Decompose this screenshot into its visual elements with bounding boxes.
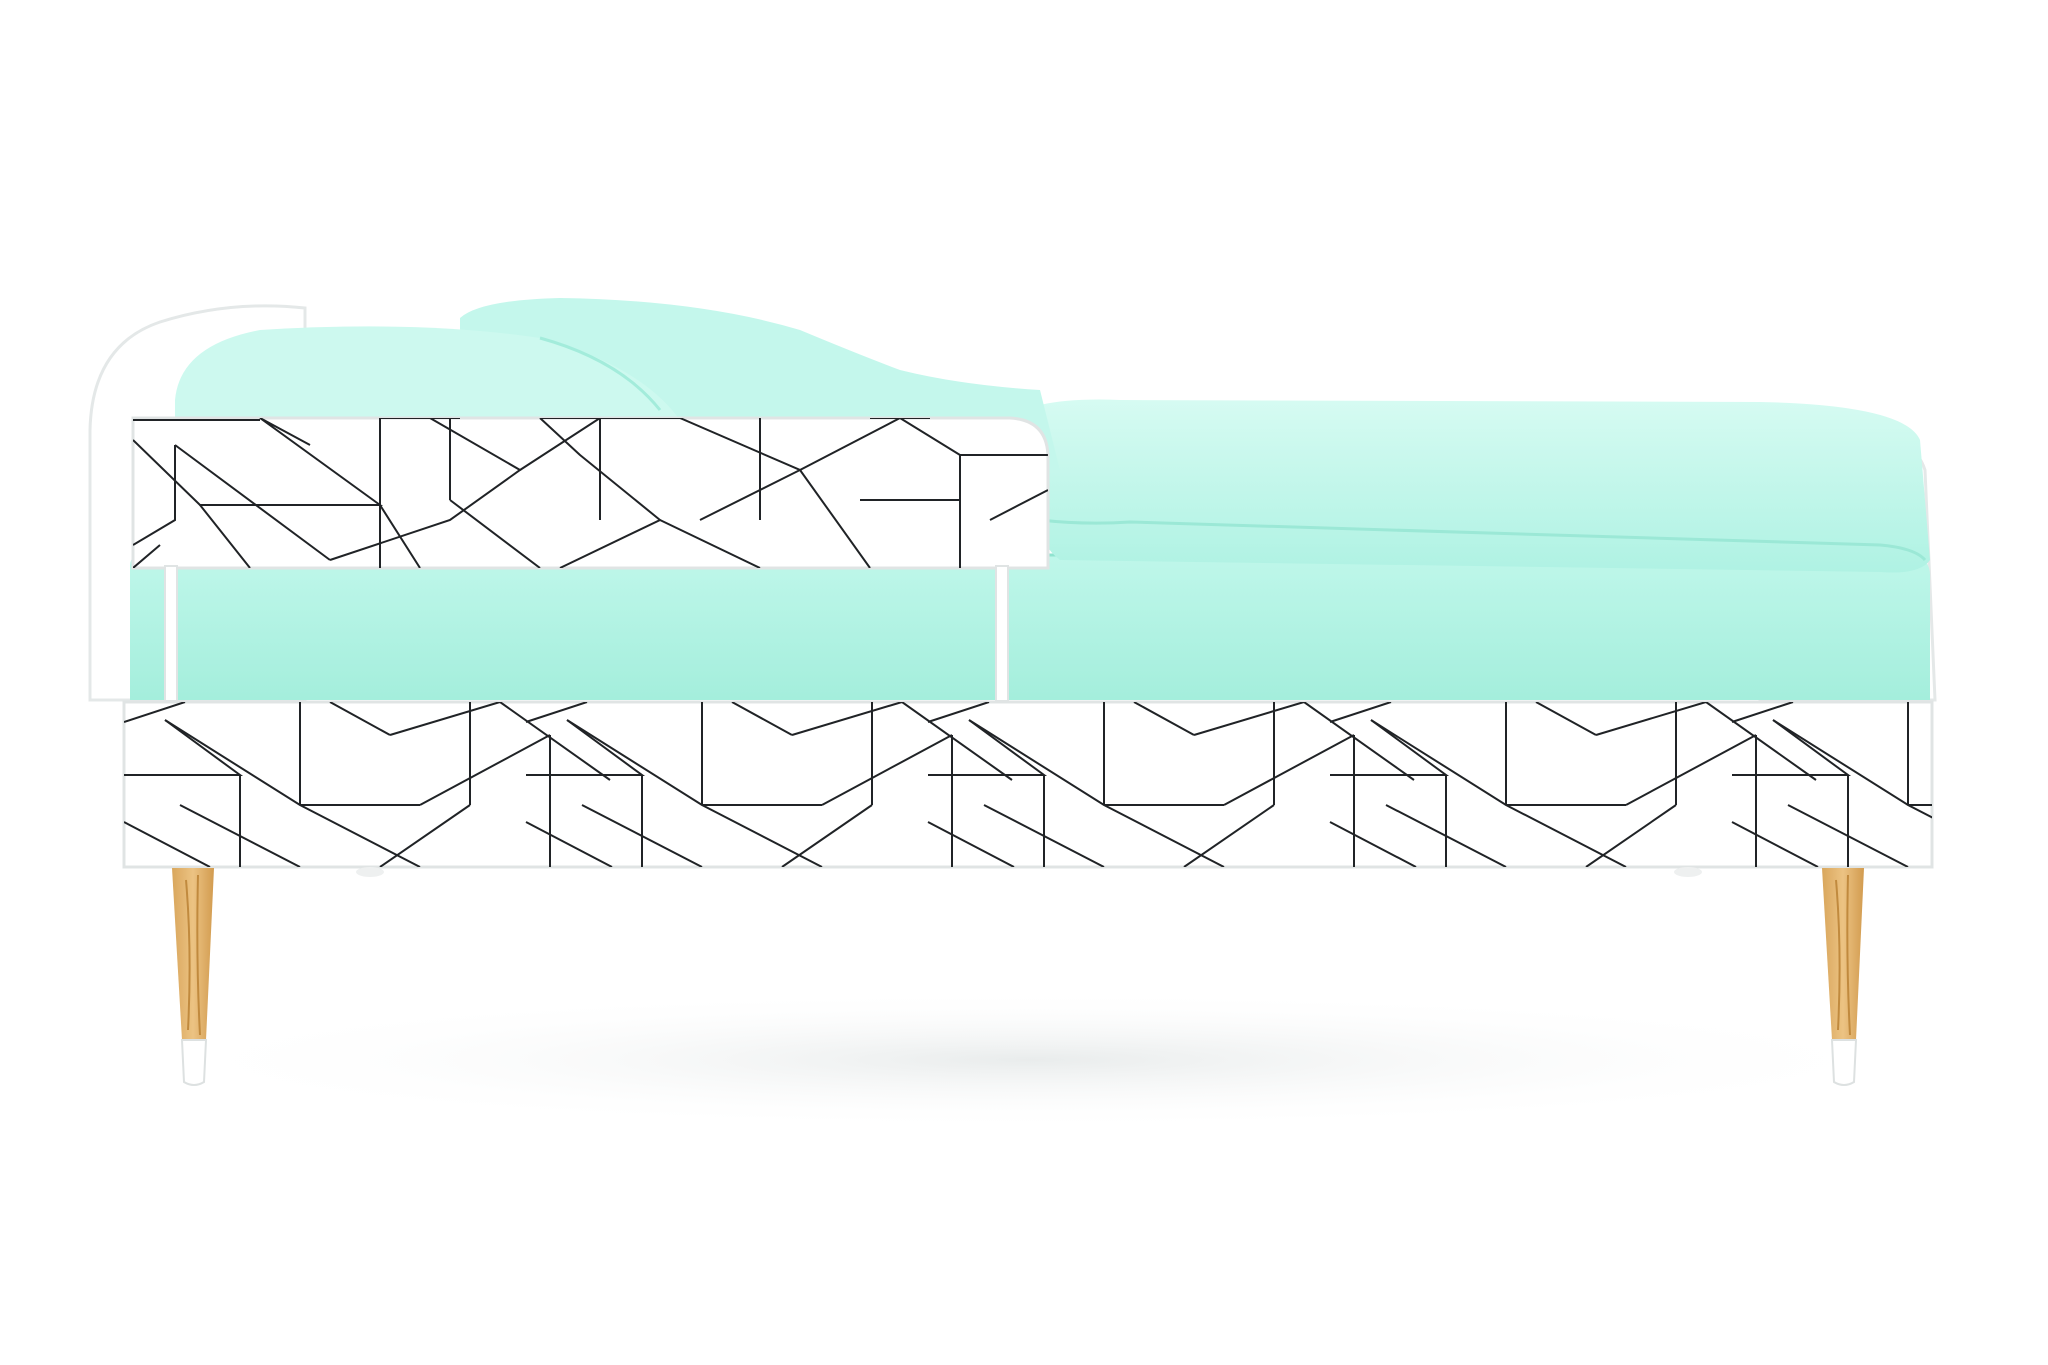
rail-post-left [164, 565, 178, 702]
mattress [130, 555, 1930, 700]
pillow-seam [539, 336, 662, 411]
side-panel [122, 700, 1934, 869]
rail-post-right [995, 565, 1009, 702]
guard-rail [131, 416, 1050, 702]
leg-right [1822, 868, 1864, 1086]
back-leg-right [1674, 867, 1702, 877]
blanket-fold [1039, 518, 1927, 562]
leg-left [172, 868, 214, 1086]
floor-shadow [130, 990, 1930, 1130]
blanket [1040, 399, 1930, 573]
back-leg-left [356, 867, 384, 877]
